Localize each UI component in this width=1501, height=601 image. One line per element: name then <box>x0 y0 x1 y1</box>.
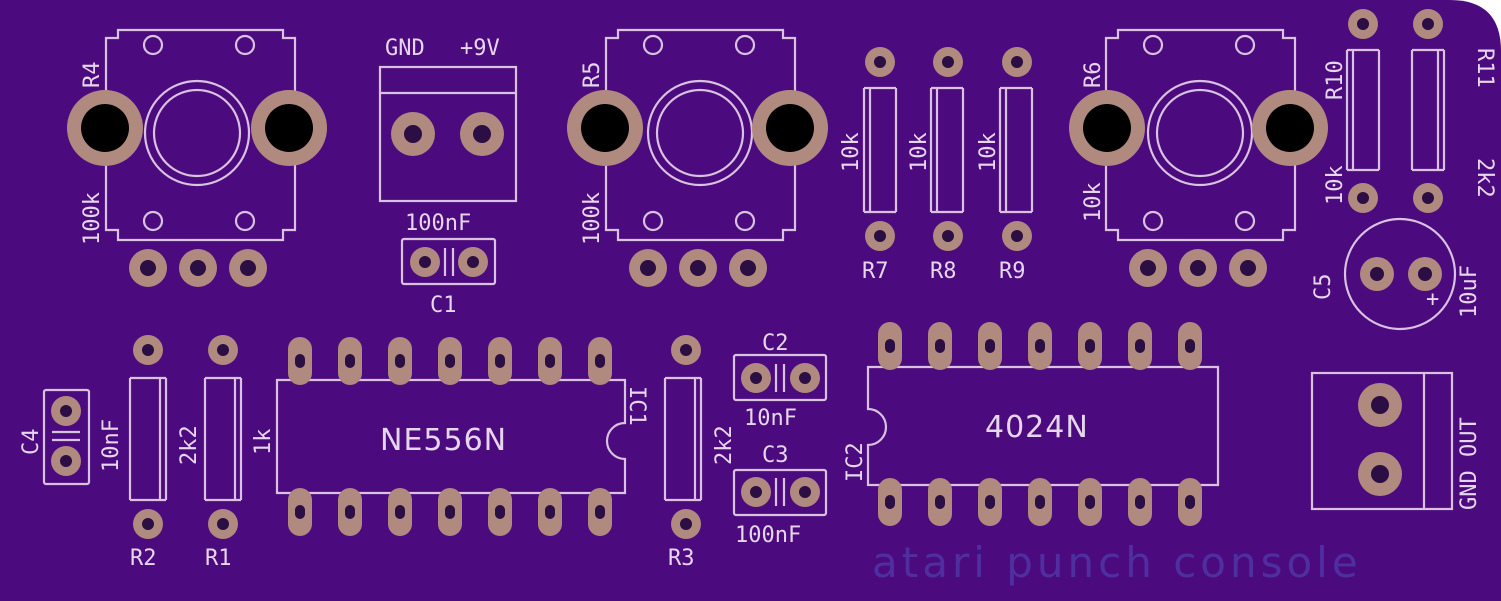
resistor-r7: 10k R7 <box>839 47 898 284</box>
value-r6: 10k <box>1081 182 1106 222</box>
value-r5: 100k <box>580 192 605 245</box>
value-c4: 10nF <box>99 419 124 472</box>
value-r9: 10k <box>976 132 1001 172</box>
value-r10: 10k <box>1323 165 1348 205</box>
label-r6: R6 <box>1081 62 1106 89</box>
label-ic1: IC1 <box>624 386 649 426</box>
value-c3: 100nF <box>735 523 801 548</box>
ic2-4024n: 4024N IC2 <box>843 322 1220 526</box>
potentiometer-r4: R4 100k <box>67 28 327 287</box>
ic2-top-pins <box>878 322 1202 370</box>
ic1-bottom-pins <box>288 488 612 536</box>
ic2-bottom-pins <box>878 478 1202 526</box>
power-connector: GND +9V <box>378 36 518 203</box>
label-r8: R8 <box>930 259 957 284</box>
label-r4: R4 <box>80 62 105 89</box>
value-r2: 2k2 <box>177 425 202 465</box>
label-r2: R2 <box>130 546 157 571</box>
potentiometer-r6: R6 10k <box>1069 28 1328 287</box>
value-r8: 10k <box>907 132 932 172</box>
label-pwr-9v: +9V <box>460 36 500 61</box>
polarity-c5: + <box>1426 287 1439 312</box>
brand-text: atari punch console <box>872 538 1362 587</box>
label-c5: C5 <box>1311 274 1336 301</box>
value-ic1: NE556N <box>380 423 507 458</box>
value-r11: 2k2 <box>1472 158 1497 198</box>
value-ic2: 4024N <box>985 410 1089 445</box>
output-connector: GND OUT <box>1310 371 1482 511</box>
resistor-r3: 2k2 R3 <box>663 335 737 571</box>
ic1-ne556n: NE556N IC1 <box>275 337 649 536</box>
value-c5: 10uF <box>1457 265 1482 318</box>
resistor-r1: 1k R1 <box>203 335 276 571</box>
value-r1: 1k <box>251 429 276 456</box>
capacitor-c3: C3 100nF <box>732 443 828 548</box>
label-r5: R5 <box>580 62 605 89</box>
label-pwr-gnd: GND <box>385 36 425 61</box>
label-c1: C1 <box>430 293 457 318</box>
label-c2: C2 <box>762 331 789 356</box>
resistor-r10: R10 10k <box>1323 9 1381 213</box>
value-c1: 100nF <box>405 211 471 236</box>
ic1-top-pins <box>288 337 612 385</box>
resistor-r2: 2k2 R2 <box>128 335 202 571</box>
label-c3: C3 <box>762 443 789 468</box>
value-r4: 100k <box>80 192 105 245</box>
capacitor-c4: C4 10nF <box>19 388 124 486</box>
value-r3: 2k2 <box>712 425 737 465</box>
value-r7: 10k <box>839 132 864 172</box>
label-c4: C4 <box>19 429 44 456</box>
label-r9: R9 <box>999 259 1026 284</box>
value-c2: 10nF <box>744 406 797 431</box>
resistor-r9: 10k R9 <box>976 47 1034 284</box>
resistor-r8: 10k R8 <box>907 47 965 284</box>
potentiometer-r5: R5 100k <box>567 28 828 287</box>
label-r7: R7 <box>862 259 889 284</box>
label-ic2: IC2 <box>843 442 868 482</box>
capacitor-c2: C2 10nF <box>732 331 828 431</box>
capacitor-c5: + C5 10uF <box>1311 217 1482 331</box>
label-r10: R10 <box>1323 60 1348 100</box>
label-r11: R11 <box>1472 48 1497 88</box>
resistor-r11: R11 2k2 <box>1410 9 1497 213</box>
label-out: GND OUT <box>1457 417 1482 510</box>
capacitor-c1: 100nF C1 <box>400 211 497 318</box>
label-r1: R1 <box>205 546 232 571</box>
label-r3: R3 <box>668 546 695 571</box>
